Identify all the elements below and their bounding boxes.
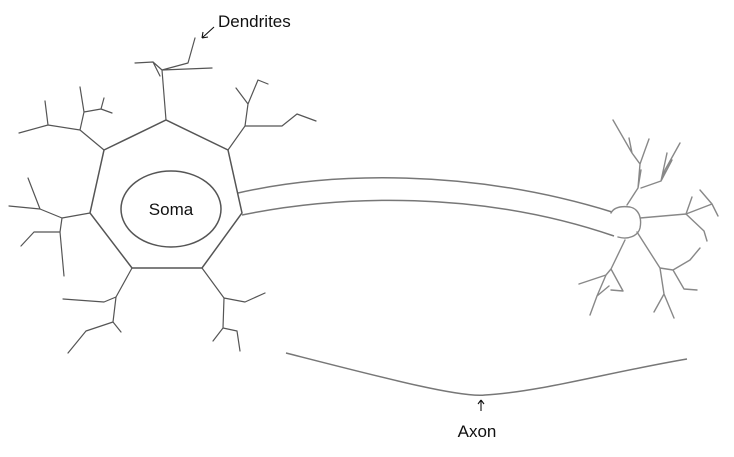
axon-label: Axon — [458, 422, 497, 441]
soma-label: Soma — [149, 200, 194, 219]
arrow-icon — [201, 26, 215, 39]
dendrites-label: Dendrites — [218, 12, 291, 31]
axon-terminal — [578, 119, 719, 319]
axon — [237, 177, 615, 237]
axon-callout: Axon — [458, 399, 497, 441]
dendrites — [8, 37, 317, 354]
arrow-up-icon — [477, 399, 485, 411]
soma-body: Soma — [89, 119, 243, 269]
dendrites-callout: Dendrites — [201, 12, 291, 39]
axon-indicator-curve — [285, 352, 688, 397]
soma-nucleus — [120, 170, 222, 248]
